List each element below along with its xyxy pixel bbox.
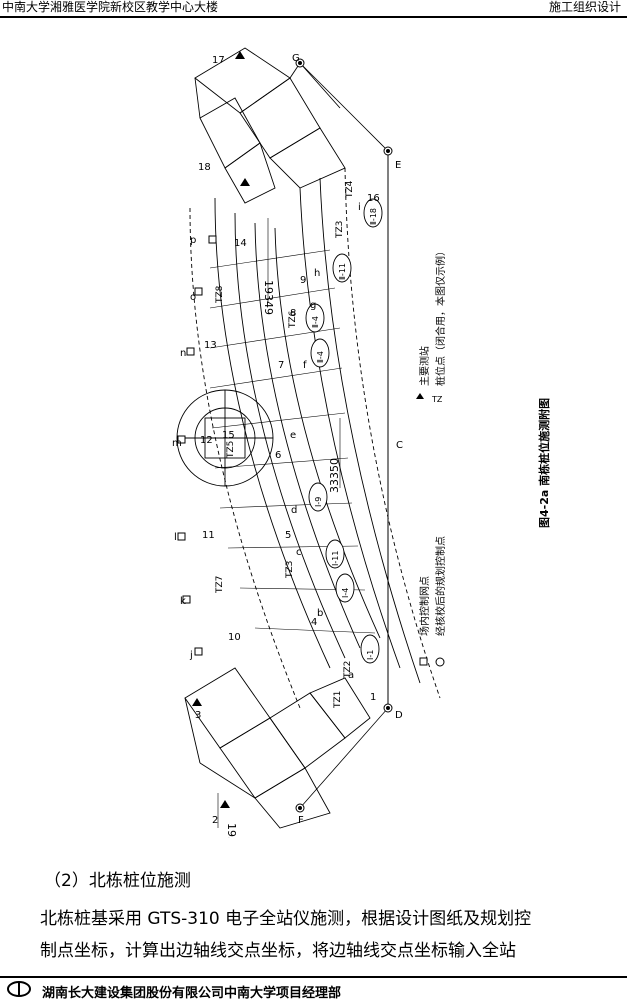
point-k: k <box>180 596 186 607</box>
tz-label-5: TZ5 <box>226 441 236 459</box>
point-m: m <box>172 438 182 449</box>
point-11: 11 <box>202 530 215 541</box>
point-f: f <box>303 360 307 371</box>
point-G: G <box>292 53 300 64</box>
legend-tz-marker: TZ <box>431 395 443 404</box>
header-project-title: 中南大学湘雅医学院新校区教学中心大楼 <box>2 0 219 14</box>
point-9: 9 <box>300 275 306 286</box>
legend-main-station: 主要测站 <box>418 346 431 386</box>
tz-label-4: TZ4 <box>345 180 355 199</box>
point-n: n <box>180 348 186 359</box>
header-doc-title: 施工组织设计 <box>548 0 621 14</box>
dim-middle: 33350 <box>328 458 341 493</box>
point-F: F <box>298 815 304 826</box>
point-h: h <box>314 268 320 279</box>
axis-label-3: Ⅰ-11 <box>331 551 340 566</box>
point-17: 17 <box>212 55 225 66</box>
paragraph-line-2: 制点坐标，计算出边轴线交点坐标，将边轴线交点坐标输入全站 <box>40 941 516 961</box>
axis-label-2: Ⅰ-4 <box>341 588 350 598</box>
tz-label-2: TZ2 <box>343 661 353 679</box>
point-C: C <box>396 440 403 451</box>
page-footer: 湖南长大建设集团股份有限公司中南大学项目经理部 <box>0 976 627 1001</box>
point-p: p <box>190 235 196 246</box>
legend-planning-control: 经核校后的规划控制点 <box>434 536 447 636</box>
tz-label-8: TZ8 <box>215 285 225 304</box>
point-1: 1 <box>370 692 376 703</box>
point-15: 15 <box>222 430 235 441</box>
dim-bottom: 19349 <box>225 823 238 838</box>
point-3: 3 <box>195 710 201 721</box>
point-a: a <box>348 670 354 681</box>
point-D: D <box>395 710 403 721</box>
page-header: 中南大学湘雅医学院新校区教学中心大楼 施工组织设计 <box>0 0 627 18</box>
point-18: 18 <box>198 162 211 173</box>
point-2: 2 <box>212 815 218 826</box>
figure-caption: 图4-2a 南栋桩位施测附图 <box>537 398 551 528</box>
footer-company-name: 湖南长大建设集团股份有限公司中南大学项目经理部 <box>42 986 342 1001</box>
axis-label-7: Ⅱ-11 <box>338 263 347 280</box>
axis-label-6: Ⅱ-4 <box>311 316 320 328</box>
point-8: 8 <box>290 308 296 319</box>
point-i: i <box>358 202 361 213</box>
point-12: 12 <box>200 435 213 446</box>
point-16: 16 <box>367 193 380 204</box>
point-b: b <box>317 608 323 619</box>
paragraph-line-1: 北栋桩基采用 GTS-310 电子全站仪施测，根据设计图纸及规划控 <box>40 909 532 929</box>
company-logo-icon <box>7 981 31 997</box>
point-E: E <box>395 160 401 171</box>
point-13: 13 <box>204 340 217 351</box>
point-6: 6 <box>275 450 281 461</box>
point-c: c <box>296 547 302 558</box>
tz-label-3: TZ3 <box>285 561 295 579</box>
axis-label-8: Ⅱ-18 <box>369 208 378 225</box>
pile-layout-drawing: D C E F G 17 18 16 15 14 13 12 11 10 3 2… <box>172 47 551 838</box>
point-10: 10 <box>228 632 241 643</box>
tz-label-9: TZ3 <box>335 221 345 239</box>
point-d: d <box>291 505 297 516</box>
point-4: 4 <box>311 617 317 628</box>
point-14: 14 <box>234 238 247 249</box>
point-7: 7 <box>278 360 284 371</box>
legend-pile-point: 桩位点（闭合用，本图仅示例） <box>434 246 447 386</box>
point-g: g <box>310 300 316 311</box>
point-e: e <box>290 430 296 441</box>
point-l: l <box>174 532 177 543</box>
point-5: 5 <box>285 530 291 541</box>
axis-label-5: Ⅱ-4 <box>316 351 325 363</box>
tz-label-6: TZ6 <box>288 310 298 329</box>
tz-label-7: TZ7 <box>215 576 225 594</box>
point-j: j <box>189 650 193 661</box>
axis-label-1: Ⅰ-1 <box>366 650 375 660</box>
dim-top: 19349 <box>262 280 275 315</box>
legend-site-control: 场内控制网点 <box>418 576 431 636</box>
axis-label-4: Ⅰ-9 <box>314 497 323 507</box>
point-o: o <box>190 292 196 303</box>
tz-label-1: TZ1 <box>333 691 343 709</box>
section-title: （2）北栋桩位施测 <box>44 871 191 891</box>
